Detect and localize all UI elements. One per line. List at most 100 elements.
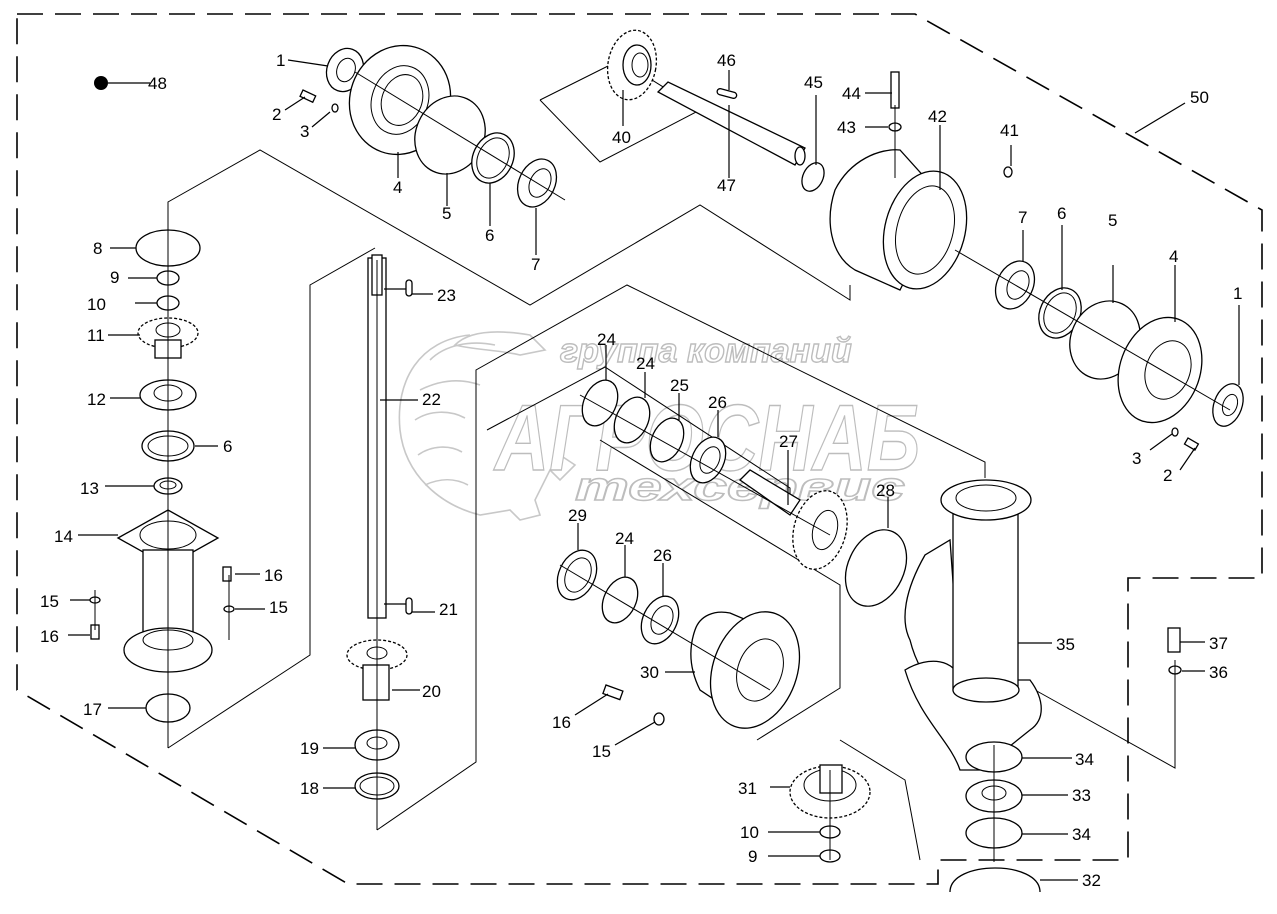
- callout[interactable]: 6: [223, 437, 232, 456]
- callout[interactable]: 5: [1108, 211, 1117, 230]
- callout[interactable]: 6: [1057, 204, 1066, 223]
- callout[interactable]: 20: [422, 682, 441, 701]
- callout[interactable]: 46: [717, 51, 736, 70]
- callout[interactable]: 31: [738, 779, 757, 798]
- callout[interactable]: 27: [779, 432, 798, 451]
- callout[interactable]: 42: [928, 107, 947, 126]
- callout[interactable]: 6: [485, 226, 494, 245]
- part-bolt-2-right[interactable]: [1183, 437, 1200, 451]
- part-washer-3-upper[interactable]: [331, 103, 339, 113]
- part-key-46[interactable]: [716, 88, 738, 99]
- callout[interactable]: 33: [1072, 786, 1091, 805]
- part-main-housing-35[interactable]: [904, 479, 1042, 771]
- callout[interactable]: 35: [1056, 635, 1075, 654]
- callout[interactable]: 19: [300, 739, 319, 758]
- part-washer-3-right[interactable]: [1171, 427, 1179, 437]
- watermark-line1: группа компаний: [560, 332, 852, 370]
- callout[interactable]: 37: [1209, 634, 1228, 653]
- callout-labels: 48 50 1 2 3 4 5 6 7 40 46 47 45 44 43 42…: [40, 51, 1242, 890]
- callout[interactable]: 12: [87, 390, 106, 409]
- callout[interactable]: 11: [87, 326, 105, 345]
- callout[interactable]: 18: [300, 779, 319, 798]
- callout[interactable]: 3: [300, 122, 309, 141]
- callout[interactable]: 1: [276, 51, 285, 70]
- callout[interactable]: 16: [264, 566, 283, 585]
- part-shim-24-c[interactable]: [595, 571, 644, 628]
- part-key-23[interactable]: [405, 279, 413, 297]
- part-bevel-gear-40[interactable]: [602, 26, 661, 103]
- part-breather-44[interactable]: [890, 71, 900, 109]
- watermark: группа компаний АГРОСНАБ техсервис: [398, 331, 921, 521]
- callout[interactable]: 9: [748, 847, 757, 866]
- part-shaft-47[interactable]: [656, 81, 806, 166]
- callout[interactable]: 13: [80, 479, 99, 498]
- callout[interactable]: 26: [653, 546, 672, 565]
- callout[interactable]: 30: [640, 663, 659, 682]
- callout[interactable]: 47: [717, 176, 736, 195]
- callout[interactable]: 7: [1018, 208, 1027, 227]
- callout[interactable]: 15: [269, 598, 288, 617]
- callout[interactable]: 14: [54, 527, 73, 546]
- callout[interactable]: 23: [437, 286, 456, 305]
- callout[interactable]: 45: [804, 73, 823, 92]
- part-oring-28[interactable]: [834, 520, 919, 616]
- part-housing-42[interactable]: [829, 149, 979, 299]
- part-shim-24-a[interactable]: [575, 374, 624, 431]
- part-bolt-2-upper[interactable]: [299, 89, 317, 104]
- part-key-21[interactable]: [405, 597, 413, 615]
- callout[interactable]: 10: [740, 823, 759, 842]
- callout[interactable]: 29: [568, 506, 587, 525]
- callout[interactable]: 25: [670, 376, 689, 395]
- callout[interactable]: 24: [597, 330, 616, 349]
- callout[interactable]: 21: [439, 600, 458, 619]
- callout[interactable]: 36: [1209, 663, 1228, 682]
- callout[interactable]: 43: [837, 118, 856, 137]
- part-bearing-26-lower[interactable]: [634, 590, 686, 650]
- part-plug-41[interactable]: [1003, 166, 1013, 178]
- part-oring-32[interactable]: [949, 867, 1041, 893]
- part-washer-15-center[interactable]: [653, 712, 665, 726]
- callout[interactable]: 10: [87, 295, 106, 314]
- callout[interactable]: 4: [1169, 247, 1178, 266]
- part-shim-25[interactable]: [644, 413, 691, 467]
- callout[interactable]: 2: [272, 105, 281, 124]
- callout[interactable]: 16: [40, 627, 59, 646]
- callout[interactable]: 15: [40, 592, 59, 611]
- callout[interactable]: 7: [531, 255, 540, 274]
- callout[interactable]: 1: [1233, 284, 1242, 303]
- callout[interactable]: 15: [592, 742, 611, 761]
- callout[interactable]: 24: [636, 354, 655, 373]
- part-shim-24-b[interactable]: [607, 391, 656, 448]
- watermark-line3: техсервис: [575, 465, 905, 509]
- part-circlip-45[interactable]: [798, 159, 829, 195]
- callout[interactable]: 5: [442, 204, 451, 223]
- callout[interactable]: 41: [1000, 121, 1019, 140]
- part-bolt-16-center[interactable]: [602, 684, 624, 701]
- part-seal-1-right[interactable]: [1207, 380, 1248, 431]
- callout[interactable]: 28: [876, 481, 895, 500]
- callout[interactable]: 3: [1132, 449, 1141, 468]
- part-flange-4-right[interactable]: [1104, 306, 1216, 435]
- callout[interactable]: 26: [708, 393, 727, 412]
- callout-48: 48: [148, 74, 167, 93]
- callout[interactable]: 34: [1075, 750, 1094, 769]
- part-pinion-shaft-27[interactable]: [738, 469, 855, 575]
- callout[interactable]: 22: [422, 390, 441, 409]
- part-bolt-16-left-a[interactable]: [222, 566, 232, 582]
- callout[interactable]: 16: [552, 713, 571, 732]
- callout[interactable]: 34: [1072, 825, 1091, 844]
- callout[interactable]: 9: [110, 268, 119, 287]
- callout[interactable]: 24: [615, 529, 634, 548]
- callout[interactable]: 40: [612, 128, 631, 147]
- callout[interactable]: 4: [393, 178, 402, 197]
- callout[interactable]: 8: [93, 239, 102, 258]
- part-shim-6-right[interactable]: [1031, 281, 1089, 345]
- callout[interactable]: 44: [842, 84, 861, 103]
- callout[interactable]: 2: [1163, 466, 1172, 485]
- callout[interactable]: 17: [83, 700, 102, 719]
- part-bearing-housing-30[interactable]: [690, 599, 815, 740]
- part-bolt-37[interactable]: [1167, 627, 1181, 653]
- callout[interactable]: 32: [1082, 871, 1101, 890]
- part-shim-6-upper[interactable]: [464, 126, 522, 190]
